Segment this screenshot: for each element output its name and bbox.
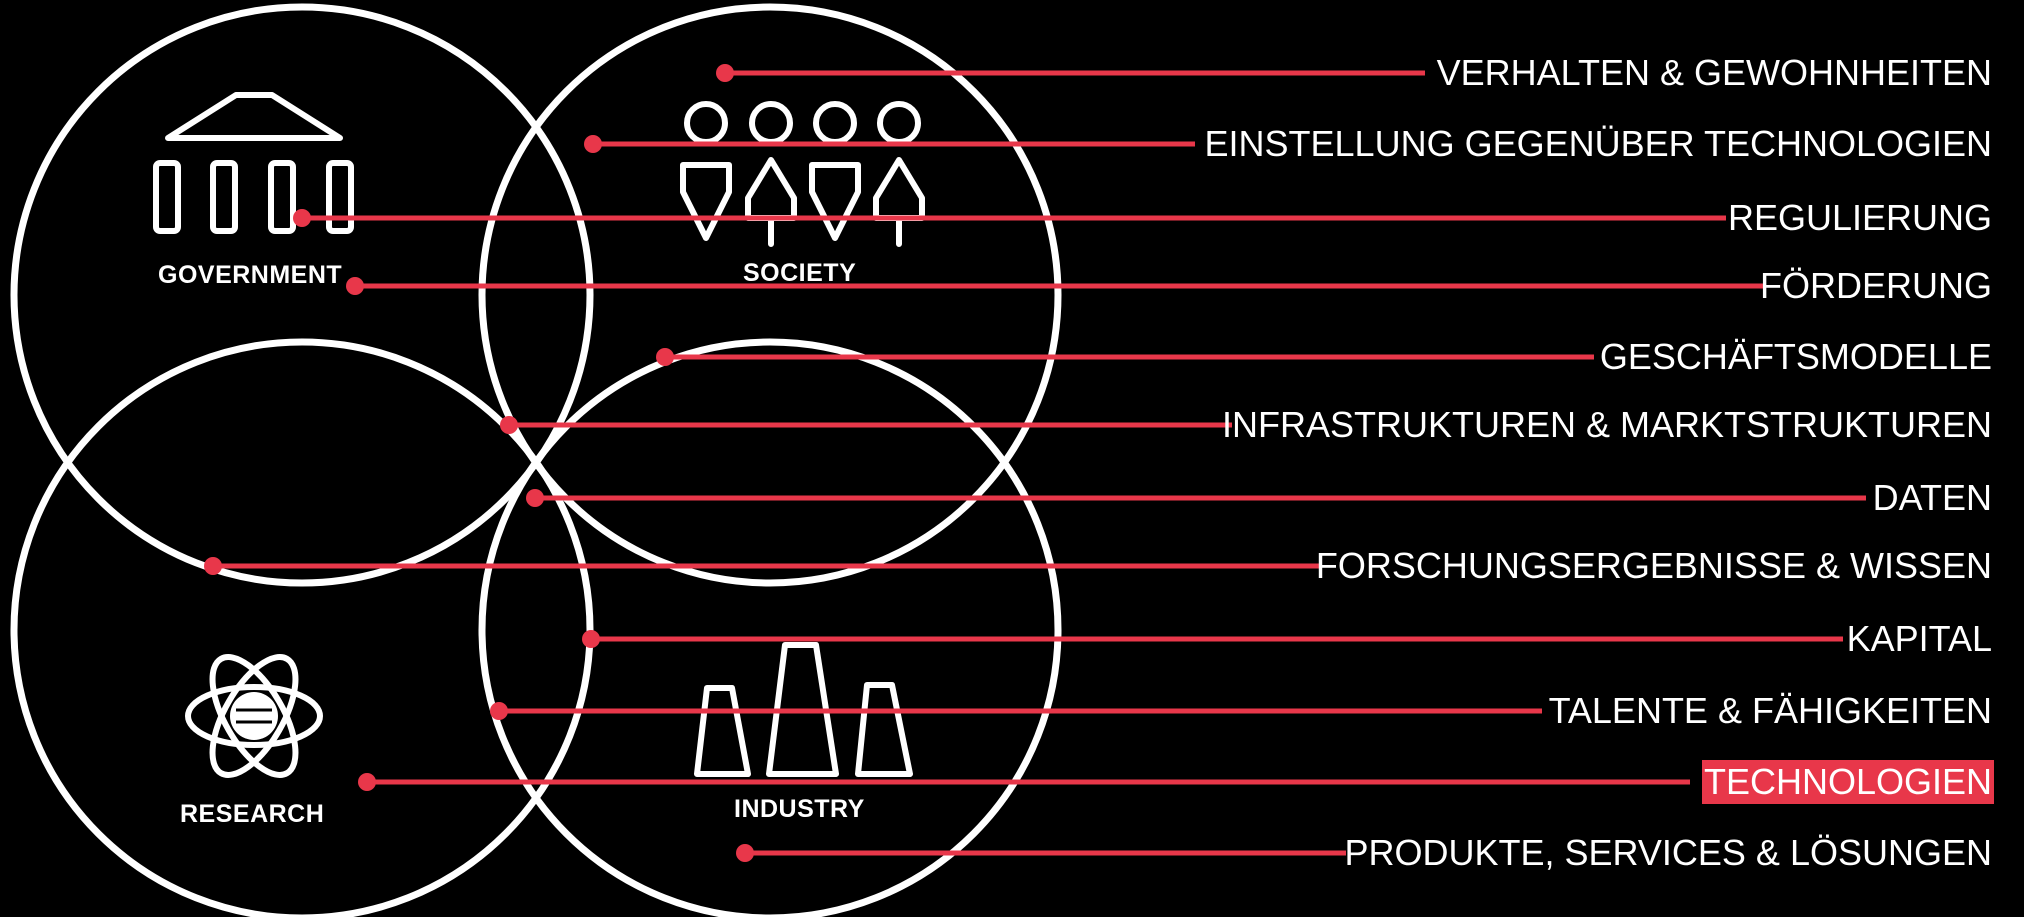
people-icon <box>680 101 925 247</box>
industry-label: INDUSTRY <box>734 795 865 823</box>
government-building-icon <box>153 92 354 234</box>
leader-line <box>584 135 1195 153</box>
atom-database-icon <box>185 654 323 778</box>
industry-circle <box>478 338 1062 917</box>
leader-line <box>582 630 1843 648</box>
item-label-infrastrukturen: INFRASTRUKTUREN & MARKTSTRUKTUREN <box>1221 404 1992 445</box>
leader-line <box>346 277 1764 295</box>
government-circle <box>10 3 594 587</box>
research-label: RESEARCH <box>180 800 324 828</box>
leader-line <box>526 489 1866 507</box>
leader-line <box>490 702 1542 720</box>
leader-line <box>656 348 1594 366</box>
leader-line <box>500 416 1232 434</box>
item-label-regulierung: REGULIERUNG <box>1727 197 1992 238</box>
society-label: SOCIETY <box>743 259 856 287</box>
item-label-produkte: PRODUKTE, SERVICES & LÖSUNGEN <box>1344 832 1993 873</box>
leader-line <box>204 557 1320 575</box>
item-label-verhalten: VERHALTEN & GEWOHNHEITEN <box>1436 52 1992 93</box>
leader-line <box>736 844 1346 862</box>
government-label: GOVERNMENT <box>158 261 342 289</box>
research-circle <box>10 338 594 917</box>
leader-lines <box>204 64 1866 862</box>
factory-chimneys-icon <box>694 642 913 777</box>
item-label-forschungsergebnisse: FORSCHUNGSERGEBNISSE & WISSEN <box>1315 545 1992 586</box>
item-label-daten: DATEN <box>1872 477 1992 518</box>
item-label-talente: TALENTE & FÄHIGKEITEN <box>1548 690 1992 731</box>
leader-line <box>716 64 1425 82</box>
item-label-einstellung: EINSTELLUNG GEGENÜBER TECHNOLOGIEN <box>1204 123 1993 164</box>
item-label-kapital: KAPITAL <box>1846 618 1992 659</box>
item-label-geschaeftsmodelle: GESCHÄFTSMODELLE <box>1599 336 1992 377</box>
item-label-foerderung: FÖRDERUNG <box>1760 265 1992 306</box>
item-label-technologien: TECHNOLOGIEN <box>1701 760 1994 804</box>
society-circle <box>478 3 1062 587</box>
leader-line <box>358 773 1690 791</box>
leader-line <box>293 209 1726 227</box>
